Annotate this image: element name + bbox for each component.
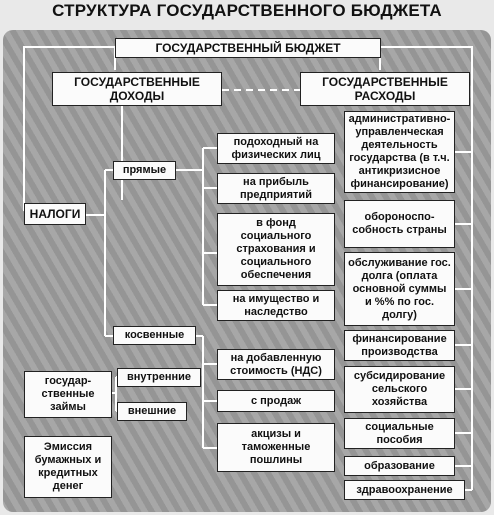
indirect-tax-item: на добавленную стоимость (НДС)	[217, 349, 335, 380]
direct-tax-item: в фонд социального страхования и социаль…	[217, 213, 335, 286]
diagram-title: СТРУКТУРА ГОСУДАРСТВЕННОГО БЮДЖЕТА	[52, 1, 442, 20]
expense-item: обслуживание гос. долга (оплата основной…	[344, 252, 455, 326]
revenues-box: ГОСУДАРСТВЕННЫЕ ДОХОДЫ	[52, 72, 222, 106]
expense-item: образование	[344, 456, 455, 476]
direct-tax-item: на имущество и наследство	[217, 290, 335, 321]
expense-item: обороноспо-собность страны	[344, 200, 455, 248]
indirect-taxes-box: косвенные	[113, 326, 196, 345]
indirect-tax-item: с продаж	[217, 390, 335, 412]
expense-item: здравоохранение	[344, 480, 465, 500]
direct-tax-item: на прибыль предприятий	[217, 173, 335, 204]
budget-box: ГОСУДАРСТВЕННЫЙ БЮДЖЕТ	[115, 38, 381, 58]
indirect-tax-item: акцизы и таможенные пошлины	[217, 423, 335, 472]
gov-loans-box: государ-ственные займы	[24, 371, 112, 418]
internal-loans-box: внутренние	[117, 368, 201, 387]
expense-item: субсидирование сельского хозяйства	[344, 366, 455, 413]
expense-item: административно-управленческая деятельно…	[344, 111, 455, 193]
external-loans-box: внешние	[117, 402, 187, 421]
taxes-box: НАЛОГИ	[24, 203, 86, 225]
emission-box: Эмиссия бумажных и кредитных денег	[24, 436, 112, 498]
direct-tax-item: подоходный на физических лиц	[217, 133, 335, 164]
expense-item: финансирование производства	[344, 330, 455, 361]
expenses-box: ГОСУДАРСТВЕННЫЕ РАСХОДЫ	[300, 72, 470, 106]
expense-item: социальные пособия	[344, 418, 455, 449]
direct-taxes-box: прямые	[113, 161, 176, 180]
